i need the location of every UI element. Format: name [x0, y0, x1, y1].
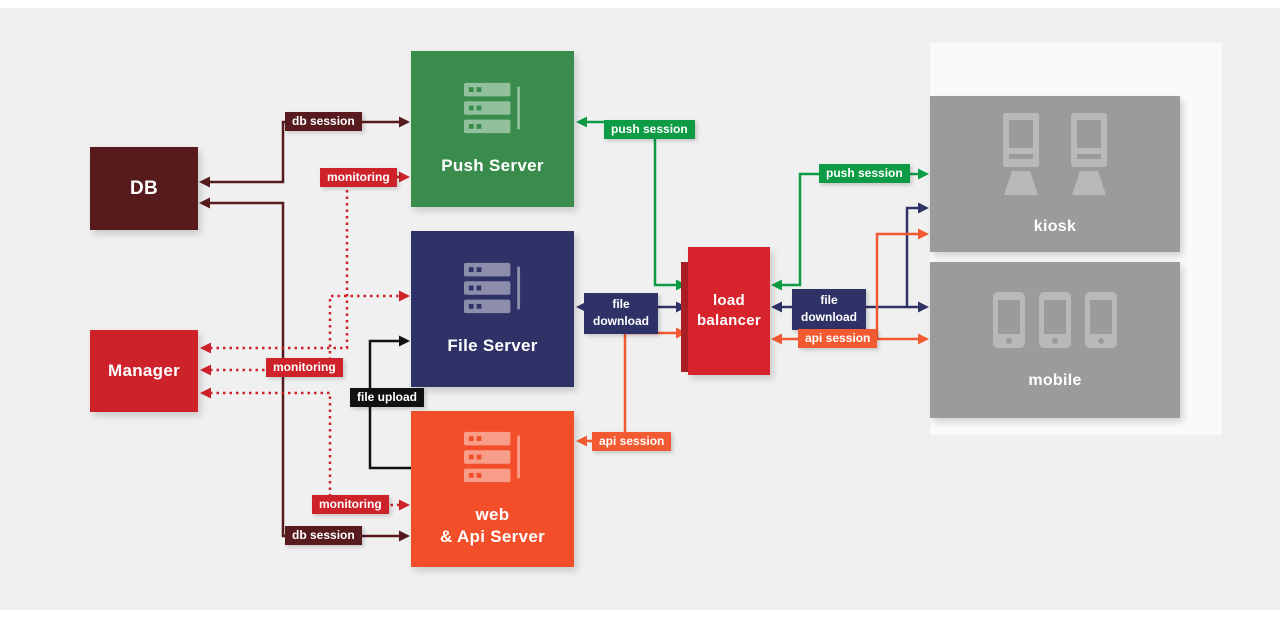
push-session-right-label: push session [819, 164, 910, 183]
mobile-icons [992, 291, 1118, 354]
monitoring-file-label: monitoring [266, 358, 343, 377]
load-balancer-label-line2: balancer [696, 312, 762, 329]
api-session-right-label: api session [798, 329, 878, 348]
kiosk-icon [1066, 112, 1112, 200]
load-balancer-side-tab [681, 262, 690, 372]
manager-label: Manager [107, 361, 180, 380]
api-session-left-label: api session [592, 432, 672, 451]
kiosk-icons [998, 112, 1112, 200]
kiosk-icon [998, 112, 1044, 200]
mobile-icon [992, 291, 1026, 354]
mobile-label: mobile [1028, 371, 1082, 389]
file-upload-label: file upload [350, 388, 424, 407]
mobile-icon [1038, 291, 1072, 354]
web-api-server-label-line2: & Api Server [439, 526, 545, 546]
web-api-server-label: web & Api Server [440, 504, 545, 547]
db-session-bottom-label: db session [285, 526, 362, 545]
file-server-node: File Server [411, 231, 574, 387]
kiosk-node: kiosk [930, 96, 1180, 252]
file-download-left-label: file download [584, 293, 658, 334]
db-session-top-label: db session [285, 112, 362, 131]
monitoring-push-label: monitoring [320, 168, 397, 187]
manager-node: Manager [90, 330, 198, 412]
kiosk-label: kiosk [1033, 217, 1077, 235]
mobile-node: mobile [930, 262, 1180, 418]
push-server-node: Push Server [411, 51, 574, 207]
load-balancer-label-line1: load [712, 291, 746, 309]
file-server-label: File Server [447, 335, 538, 355]
web-api-server-label-line1: web [475, 505, 510, 525]
push-server-label: Push Server [441, 155, 544, 175]
server-icon [463, 262, 522, 319]
mobile-icon [1084, 291, 1118, 354]
monitoring-web-label: monitoring [312, 495, 389, 514]
push-session-mid-label: push session [604, 120, 695, 139]
file-download-right-label: file download [792, 289, 866, 330]
server-icon [463, 431, 522, 488]
web-api-server-node: web & Api Server [411, 411, 574, 567]
server-icon [463, 82, 522, 139]
db-node: DB [90, 147, 198, 230]
db-label: DB [129, 177, 159, 199]
load-balancer-node: load balancer [688, 247, 770, 375]
